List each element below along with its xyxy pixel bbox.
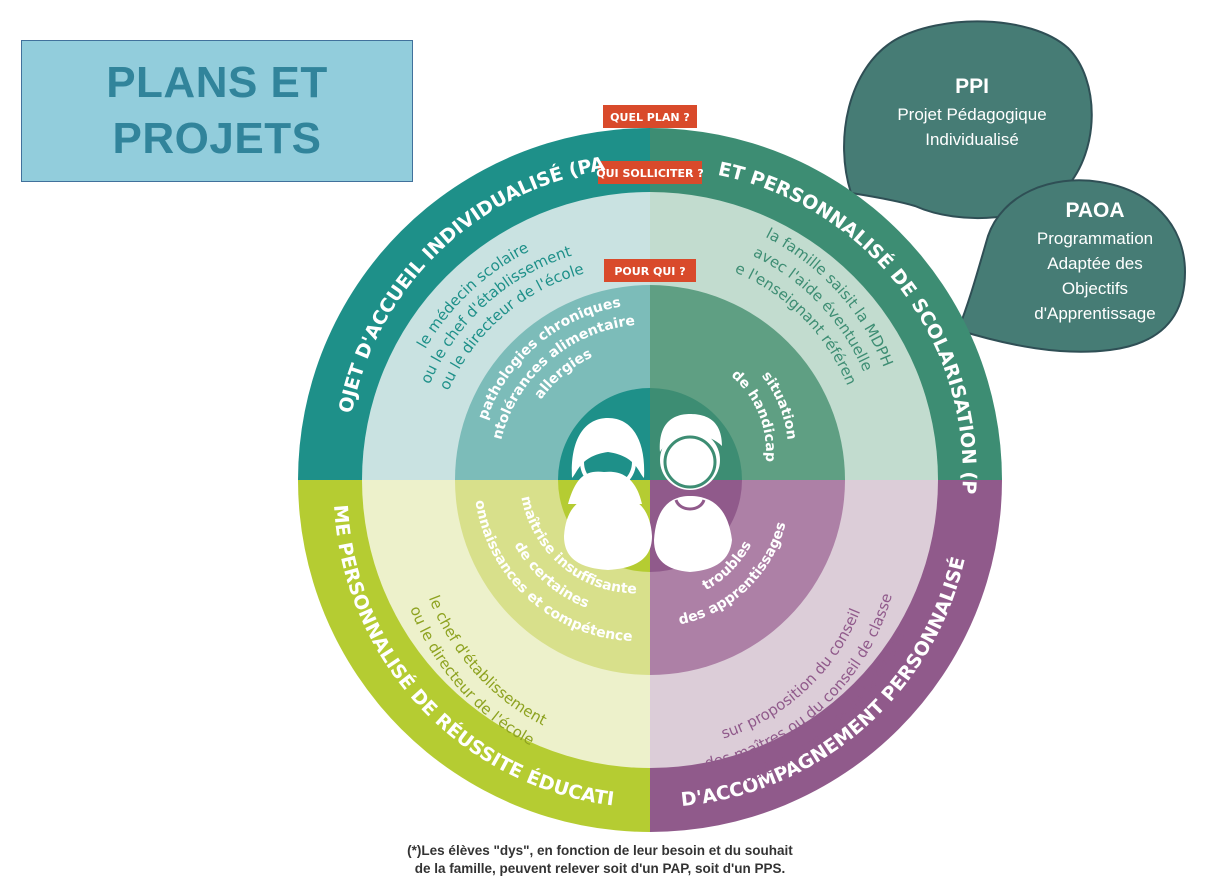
paoa-bubble-line-3: Objectifs: [1061, 279, 1129, 298]
quel-plan-tag-label: QUEL PLAN ?: [610, 111, 690, 124]
paoa-bubble-line-2: Adaptée des: [1047, 254, 1143, 273]
paoa-bubble: PAOA Programmation Adaptée des Objectifs…: [1000, 196, 1190, 326]
paoa-bubble-line-4: d'Apprentissage: [1034, 304, 1156, 323]
ppi-bubble-shape: [843, 20, 1093, 220]
paoa-bubble-shape: [956, 179, 1187, 353]
pour-qui-tag: [604, 259, 696, 282]
ppi-bubble-abbr: PPI: [955, 75, 989, 98]
pour-qui-tag-label: POUR QUI ?: [614, 265, 685, 278]
title-box: PLANS ET PROJETS: [21, 40, 413, 182]
children-faces-icon: [564, 414, 732, 572]
ppi-bubble-line-2: Individualisé: [925, 130, 1019, 149]
footnote-line-1: (*)Les élèves "dys", en fonction de leur…: [407, 843, 793, 858]
title-line-1: PLANS ET: [106, 58, 328, 107]
ppi-bubble: PPI Projet Pédagogique Individualisé: [855, 72, 1089, 152]
quel-plan-tag: [603, 105, 697, 128]
title-line-2: PROJETS: [112, 114, 322, 163]
qui-solliciter-tag: [598, 161, 702, 184]
qui-solliciter-tag-label: QUI SOLLICITER ?: [596, 167, 703, 180]
ppi-bubble-line-1: Projet Pédagogique: [897, 105, 1047, 124]
paoa-bubble-abbr: PAOA: [1065, 199, 1125, 222]
footnote-line-2: de la famille, peuvent relever soit d'un…: [414, 861, 786, 876]
footnote: (*)Les élèves "dys", en fonction de leur…: [400, 842, 800, 878]
paoa-bubble-line-1: Programmation: [1036, 229, 1154, 248]
